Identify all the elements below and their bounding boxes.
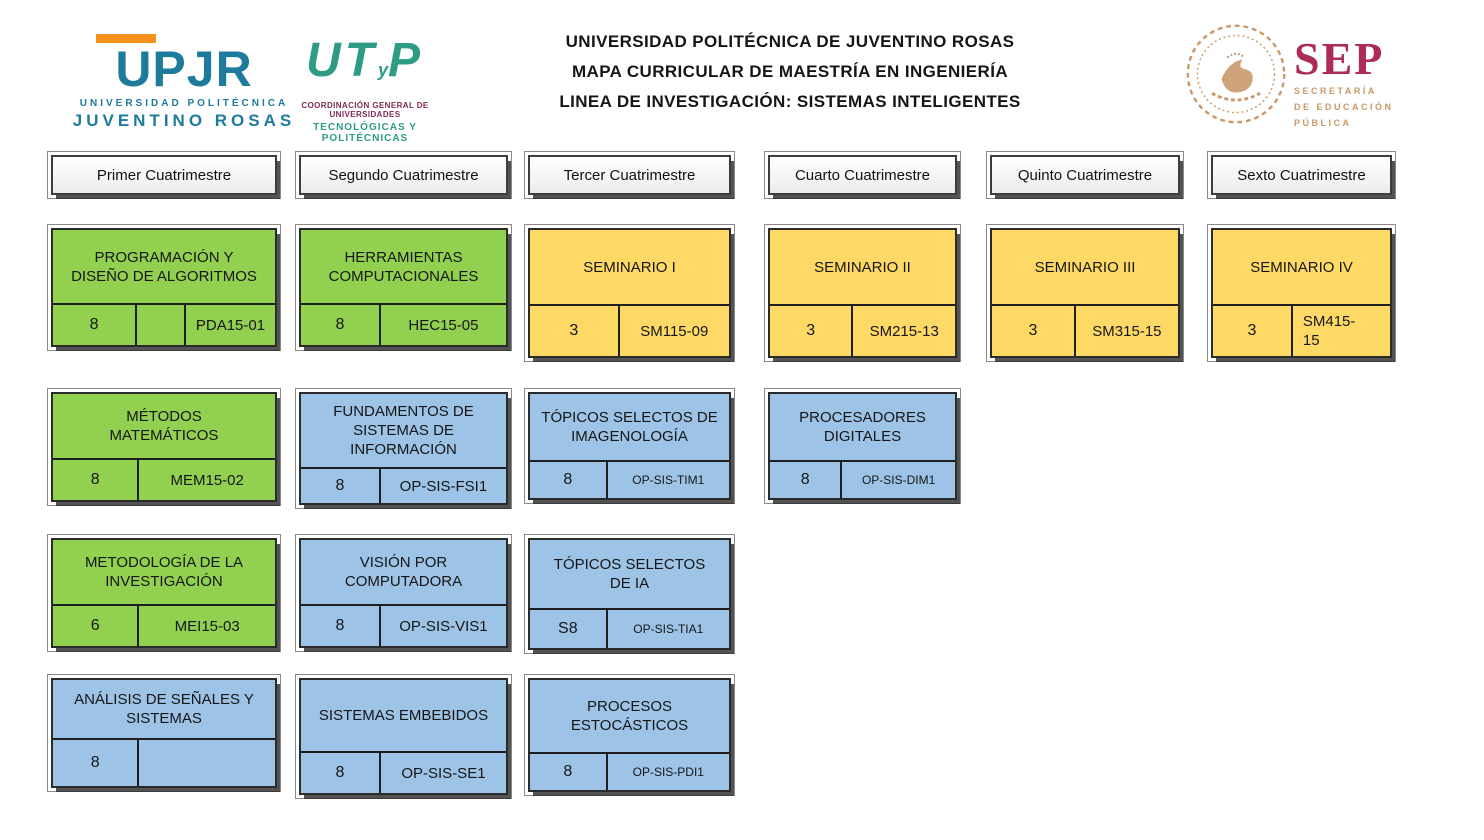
sep-acronym: SEP [1294,33,1385,84]
course-code: HEC15-05 [378,305,506,345]
course-title: SEMINARIO II [814,258,911,276]
column-header-primer-cuatrimestre: Primer Cuatrimestre [47,151,281,199]
column-quinto-cuatrimestre: Quinto Cuatrimestre SEMINARIO III 3 SM31… [986,0,1184,840]
course-card-procesos-estocasticos: PROCESOS ESTOCÁSTICOS 8 OP-SIS-PDI1 [524,674,735,796]
column-header-segundo-cuatrimestre: Segundo Cuatrimestre [295,151,512,199]
course-credits: 8 [335,316,345,333]
upjr-acronym: UPJR [115,41,253,97]
utp-subtitle-line2: TECNOLÓGICAS Y POLITÉCNICAS [313,122,417,144]
course-card-herramientas-computacionales: HERRAMIENTAS COMPUTACIONALES 8 HEC15-05 [295,224,512,351]
sep-logo: SEP SECRETARÍA DE EDUCACIÓN PÚBLICA [1294,36,1414,130]
upjr-university-name: UNIVERSIDAD POLITÉCNICA [79,98,289,109]
sep-subtitle-line3: PÚBLICA [1294,118,1352,128]
utp-subtitle-line1: COORDINACIÓN GENERAL DE UNIVERSIDADES [301,101,429,119]
column-header-cuarto-cuatrimestre: Cuarto Cuatrimestre [764,151,961,199]
course-title: SEMINARIO IV [1250,258,1353,276]
course-title: FUNDAMENTOS DE SISTEMAS DE INFORMACIÓN [333,403,474,458]
utp-logo: UTyP COORDINACIÓN GENERAL DE UNIVERSIDAD… [276,34,454,145]
course-title: MÉTODOS MATEMÁTICOS [109,408,219,444]
course-title: PROCESOS ESTOCÁSTICOS [570,698,689,734]
column-sexto-cuatrimestre: Sexto Cuatrimestre SEMINARIO IV 3 SM415-… [1207,0,1396,840]
course-code: SM315-15 [1073,306,1178,356]
course-code [137,740,275,786]
course-credits: 3 [569,322,579,339]
course-card-seminario-1: SEMINARIO I 3 SM115-09 [524,224,735,362]
course-credits: 8 [335,764,345,781]
course-credits: 8 [335,477,345,494]
course-credits: 3 [1247,322,1257,339]
course-title: TÓPICOS SELECTOS DE IA [553,556,706,592]
course-mid-cell [135,305,184,345]
course-card-seminario-4: SEMINARIO IV 3 SM415-15 [1207,224,1396,362]
course-credits: 8 [89,316,99,333]
course-title: SEMINARIO I [583,258,676,276]
course-code: SM115-09 [617,306,729,356]
course-title: HERRAMIENTAS COMPUTACIONALES [328,248,479,285]
course-card-seminario-3: SEMINARIO III 3 SM315-15 [986,224,1184,362]
title-program: MAPA CURRICULAR DE MAESTRÍA EN INGENIERÍ… [571,62,1009,81]
course-code: MEM15-02 [137,460,275,500]
course-card-programacion-y-diseno-de-algoritmos: PROGRAMACIÓN Y DISEÑO DE ALGORITMOS 8 PD… [47,224,281,351]
course-title: PROCESADORES DIGITALES [799,409,926,445]
course-credits: 6 [90,617,100,634]
mexico-national-seal-icon [1183,20,1289,128]
course-card-analisis-de-senales-y-sistemas: ANÁLISIS DE SEÑALES Y SISTEMAS 8 [47,674,281,792]
course-title: PROGRAMACIÓN Y DISEÑO DE ALGORITMOS [71,248,257,285]
course-title: SISTEMAS EMBEBIDOS [318,707,489,724]
course-code: OP-SIS-SE1 [378,753,506,793]
course-code: OP-SIS-FSI1 [378,469,506,503]
course-card-fundamentos-de-sistemas-de-informacion: FUNDAMENTOS DE SISTEMAS DE INFORMACIÓN 8… [295,388,512,509]
course-credits: 8 [90,471,100,488]
page-title: UNIVERSIDAD POLITÉCNICA DE JUVENTINO ROS… [500,32,1080,122]
column-cuarto-cuatrimestre: Cuarto Cuatrimestre SEMINARIO II 3 SM215… [764,0,961,840]
course-title: SEMINARIO III [1034,258,1136,276]
course-title: ANÁLISIS DE SEÑALES Y SISTEMAS [74,691,254,727]
course-credits: 8 [563,763,573,780]
course-card-topicos-selectos-de-ia: TÓPICOS SELECTOS DE IA S8 OP-SIS-TIA1 [524,534,735,654]
course-code: OP-SIS-DIM1 [840,462,955,498]
utp-acronym: UTyP [305,34,424,87]
course-card-topicos-selectos-de-imagenologia: TÓPICOS SELECTOS DE IMAGENOLOGÍA 8 OP-SI… [524,388,735,504]
course-code: OP-SIS-PDI1 [605,754,729,790]
upjr-city-name: JUVENTINO ROSAS [72,111,296,130]
course-title: VISIÓN POR COMPUTADORA [344,554,463,590]
course-card-metodos-matematicos: MÉTODOS MATEMÁTICOS 8 MEM15-02 [47,388,281,506]
course-code: MEI15-03 [137,606,275,646]
course-credits: 8 [90,754,100,771]
column-tercer-cuatrimestre: Tercer Cuatrimestre SEMINARIO I 3 SM115-… [524,0,735,840]
course-title: METODOLOGÍA DE LA INVESTIGACIÓN [84,554,244,590]
course-credits: S8 [558,620,578,637]
course-credits: 8 [563,471,573,488]
course-code: SM415-15 [1290,306,1390,356]
sep-subtitle-line1: SECRETARÍA [1294,86,1377,96]
course-title: TÓPICOS SELECTOS DE IMAGENOLOGÍA [541,409,718,445]
column-header-sexto-cuatrimestre: Sexto Cuatrimestre [1207,151,1396,199]
course-card-sistemas-embebidos: SISTEMAS EMBEBIDOS 8 OP-SIS-SE1 [295,674,512,799]
sep-subtitle-line2: DE EDUCACIÓN [1294,102,1394,112]
upjr-logo: UPJR UNIVERSIDAD POLITÉCNICA JUVENTINO R… [68,34,300,131]
course-card-metodologia-de-la-investigacion: METODOLOGÍA DE LA INVESTIGACIÓN 6 MEI15-… [47,534,281,652]
course-card-seminario-2: SEMINARIO II 3 SM215-13 [764,224,961,362]
course-code: OP-SIS-TIA1 [605,610,729,648]
title-research-line: LINEA DE INVESTIGACIÓN: SISTEMAS INTELIG… [559,92,1021,111]
upjr-orange-bar-icon [96,34,156,43]
course-card-vision-por-computadora: VISIÓN POR COMPUTADORA 8 OP-SIS-VIS1 [295,534,512,652]
course-code: PDA15-01 [183,305,275,345]
course-code: OP-SIS-VIS1 [378,606,506,646]
course-credits: 8 [335,617,345,634]
course-code: OP-SIS-TIM1 [605,462,729,498]
column-header-quinto-cuatrimestre: Quinto Cuatrimestre [986,151,1184,199]
title-university: UNIVERSIDAD POLITÉCNICA DE JUVENTINO ROS… [565,32,1015,51]
column-primer-cuatrimestre: Primer Cuatrimestre PROGRAMACIÓN Y DISEÑ… [47,0,281,840]
course-credits: 8 [800,471,810,488]
course-credits: 3 [806,322,816,339]
column-segundo-cuatrimestre: Segundo Cuatrimestre HERRAMIENTAS COMPUT… [295,0,512,840]
course-code: SM215-13 [851,306,955,356]
column-header-tercer-cuatrimestre: Tercer Cuatrimestre [524,151,735,199]
course-card-procesadores-digitales: PROCESADORES DIGITALES 8 OP-SIS-DIM1 [764,388,961,504]
course-credits: 3 [1028,322,1038,339]
